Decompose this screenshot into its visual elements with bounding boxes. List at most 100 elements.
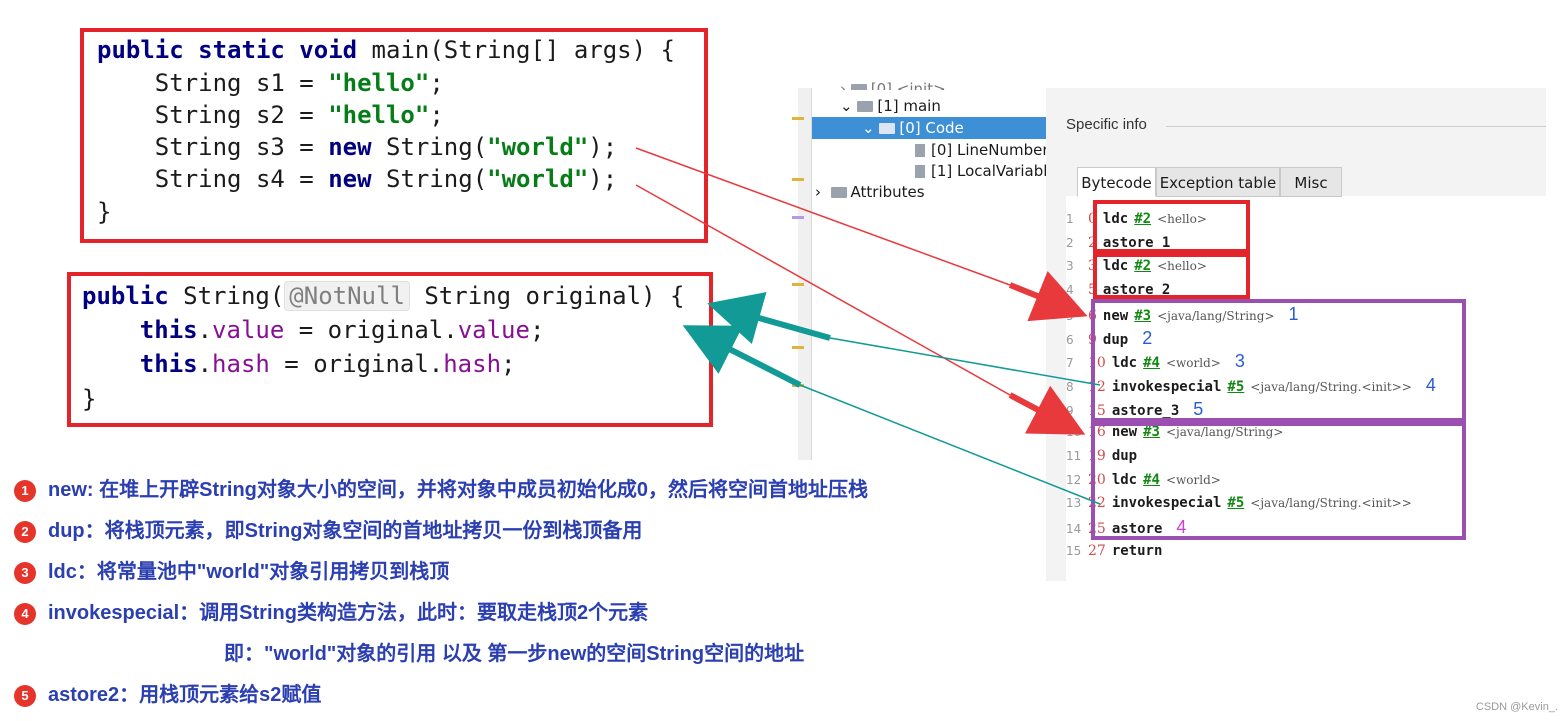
constant-pool-ref: #3 <box>1134 307 1152 324</box>
gutter-marker <box>792 117 804 120</box>
gutter-marker <box>792 346 804 349</box>
chevron-down-icon: ⌄ <box>862 119 875 137</box>
code-line-ctor-signature: public String(@NotNull String original) … <box>82 281 685 311</box>
opcode: ldc <box>1111 471 1138 488</box>
note-line: 4 invokespecial：调用String类构造方法，此时：要取走栈顶2个元… <box>14 596 648 625</box>
constant-pool-ref: #2 <box>1134 258 1152 275</box>
tree-item-main[interactable]: ⌄ [1] main <box>840 97 941 115</box>
bytecode-view <box>1066 196 1546 581</box>
note-text: ldc：将常量池中"world"对象引用拷贝到栈顶 <box>48 561 450 583</box>
code-line-ctor-close: } <box>82 385 97 413</box>
bytecode-box-s3 <box>1091 299 1466 422</box>
bytecode-offset: 2 <box>1088 234 1097 251</box>
bytecode-offset: 0 <box>1088 211 1097 227</box>
arrow-invokespecial-to-ctor-1-head <box>707 292 831 345</box>
line-number: 13 <box>1066 496 1082 511</box>
opcode: invokespecial <box>1111 495 1222 512</box>
arrow-s3-to-bytecode <box>635 147 1011 286</box>
code-line-close-brace: } <box>97 198 112 226</box>
step-number: 1 <box>1288 303 1299 324</box>
code-line-this-hash: this.hash = original.hash; <box>139 350 516 378</box>
opcode: astore <box>1111 521 1163 538</box>
line-number: 11 <box>1066 449 1082 463</box>
note-line: 即："world"对象的引用 以及 第一步new的空间String空间的地址 <box>224 637 804 666</box>
opcode: astore_3 <box>1111 402 1180 419</box>
main-code-box <box>80 28 708 243</box>
file-icon <box>915 144 925 157</box>
code-line-s1: String s1 = "hello"; <box>97 69 444 97</box>
editor-gutter <box>798 88 812 460</box>
step-number: 4 <box>1176 517 1187 538</box>
constant-pool-ref: #2 <box>1134 211 1152 227</box>
folder-icon <box>857 101 874 112</box>
step-badge: 5 <box>14 685 36 707</box>
note-text: dup：将栈顶元素，即String对象空间的首地址拷贝一份到栈顶备用 <box>48 520 643 542</box>
tree-item-code-selected[interactable]: ⌄ [0] Code <box>812 117 1046 139</box>
constant-comment: <hello> <box>1157 212 1207 226</box>
file-icon <box>915 165 925 178</box>
tree-item-attributes[interactable]: › Attributes <box>815 183 925 201</box>
bytecode-box-s4 <box>1091 422 1466 540</box>
tab-bytecode[interactable]: Bytecode <box>1077 167 1156 197</box>
tree-item-line-number[interactable]: [0] LineNumber <box>915 139 1049 161</box>
note-text: invokespecial：调用String类构造方法，此时：要取走栈顶2个元素 <box>48 602 649 624</box>
watermark: CSDN @Kevin_. <box>1475 701 1558 713</box>
line-number: 12 <box>1066 472 1082 487</box>
constant-comment: <world> <box>1165 472 1221 487</box>
divider <box>1166 126 1546 127</box>
folder-icon <box>830 187 847 198</box>
arrow-invokespecial-to-ctor-1 <box>829 337 1101 386</box>
note-text: 即："world"对象的引用 以及 第一步new的空间String空间的地址 <box>224 643 805 665</box>
opcode: new <box>1111 424 1138 441</box>
code-line-s4: String s4 = new String("world"); <box>97 165 618 193</box>
bytecode-offset: 27 <box>1088 542 1106 559</box>
opcode: ldc <box>1102 258 1129 275</box>
bytecode-line: 15 27 return <box>1066 539 1168 563</box>
constant-comment: <java/lang/String> <box>1157 308 1275 323</box>
opcode: new <box>1102 307 1129 324</box>
arrow-s3-to-bytecode-head <box>1008 271 1088 322</box>
code-line-this-value: this.value = original.value; <box>139 316 545 344</box>
opcode: astore_2 <box>1102 282 1171 299</box>
code-line-main-signature: public static void main(String[] args) { <box>97 36 675 64</box>
line-number: 3 <box>1066 259 1074 274</box>
opcode: return <box>1111 542 1163 559</box>
tree-item-init-partial[interactable]: › [0] <init> <box>840 78 946 90</box>
bytecode-box-s2 <box>1093 253 1250 299</box>
tab-misc[interactable]: Misc <box>1280 167 1342 197</box>
code-line-s3: String s3 = new String("world"); <box>97 133 618 161</box>
tree-item-local-variable[interactable]: [1] LocalVariabl <box>915 160 1047 182</box>
constant-comment: <world> <box>1165 356 1221 371</box>
line-number: 15 <box>1066 543 1082 558</box>
chevron-right-icon: › <box>815 183 821 201</box>
opcode: astore_1 <box>1102 234 1171 251</box>
folder-icon <box>879 123 896 134</box>
constant-comment: <java/lang/String> <box>1165 425 1284 440</box>
tab-exception-table[interactable]: Exception table <box>1156 167 1280 197</box>
bytecode-offset: 5 <box>1088 282 1097 299</box>
step-badge: 2 <box>14 521 36 543</box>
arrow-s4-to-bytecode <box>635 184 1011 396</box>
gutter-marker <box>792 283 804 286</box>
constant-pool-ref: #4 <box>1143 471 1160 488</box>
constant-pool-ref: #5 <box>1227 378 1245 395</box>
constant-pool-ref: #5 <box>1227 495 1245 512</box>
step-badge: 4 <box>14 603 36 625</box>
line-number: 14 <box>1066 522 1082 537</box>
arrow-invokespecial-to-ctor-2-head <box>682 325 802 388</box>
constant-comment: <hello> <box>1157 259 1207 274</box>
bytecode-box-s1 <box>1093 200 1250 253</box>
arrow-s4-to-bytecode-head <box>1008 385 1086 435</box>
opcode: dup <box>1102 331 1129 348</box>
line-number: 1 <box>1066 212 1074 226</box>
step-number: 5 <box>1193 398 1204 419</box>
